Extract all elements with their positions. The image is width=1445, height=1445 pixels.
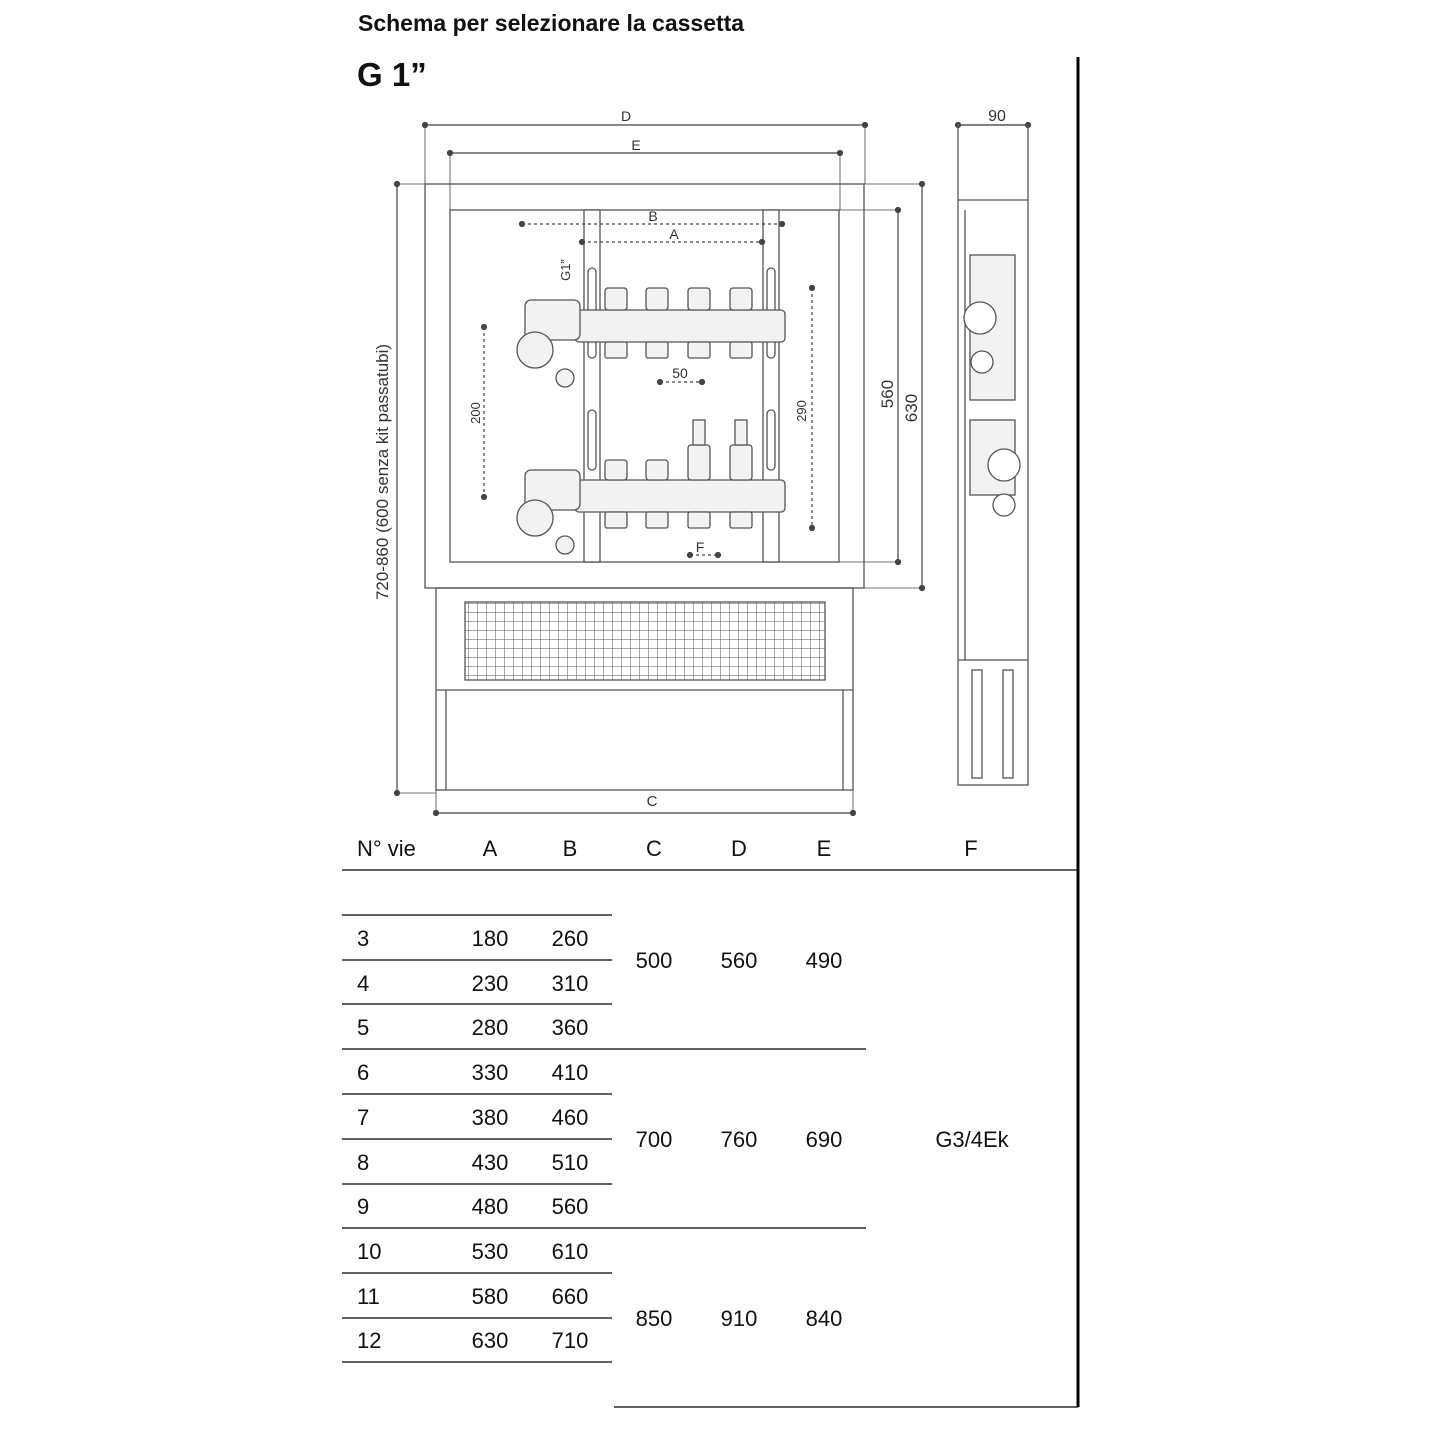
row-3-n: 3 <box>357 926 370 951</box>
group-2-c: 700 <box>635 1127 673 1152</box>
dim-label-200: 200 <box>468 402 483 424</box>
dim-label-560: 560 <box>878 380 897 408</box>
col-header-n: N° vie <box>357 836 416 861</box>
row-6-b: 410 <box>551 1060 589 1085</box>
lower-manifold <box>516 419 786 555</box>
row-12-b: 710 <box>551 1328 589 1353</box>
upper-manifold <box>516 287 786 388</box>
dim-label-c: C <box>647 793 658 810</box>
dim-label-spacing: 50 <box>672 365 688 381</box>
row-5-n: 5 <box>357 1015 370 1040</box>
row-11-b: 660 <box>551 1284 589 1309</box>
dim-label-thread: G1” <box>558 259 573 281</box>
row-10-b: 610 <box>551 1239 589 1264</box>
group-2-d: 760 <box>720 1127 758 1152</box>
side-view <box>957 124 1029 786</box>
col-header-f: F <box>964 836 978 861</box>
group-2-e: 690 <box>805 1127 843 1152</box>
model-title: G 1” <box>357 56 427 93</box>
row-8-n: 8 <box>357 1150 370 1175</box>
row-7-a: 380 <box>471 1105 509 1130</box>
row-5-b: 360 <box>551 1015 589 1040</box>
front-view <box>424 183 865 791</box>
dim-label-a: A <box>669 226 679 242</box>
row-10-a: 530 <box>471 1239 509 1264</box>
row-3-b: 260 <box>551 926 589 951</box>
dim-label-630: 630 <box>902 394 921 422</box>
row-4-n: 4 <box>357 971 370 996</box>
f-value: G3/4Ek <box>935 1127 1009 1152</box>
group-3-d: 910 <box>720 1306 758 1331</box>
row-11-a: 580 <box>471 1284 509 1309</box>
col-header-d: D <box>731 836 747 861</box>
col-header-b: B <box>562 836 578 861</box>
group-1-c: 500 <box>635 948 673 973</box>
row-3-a: 180 <box>471 926 509 951</box>
row-9-n: 9 <box>357 1194 370 1219</box>
row-12-a: 630 <box>471 1328 509 1353</box>
dim-label-height: 720-860 (600 senza kit passatubi) <box>373 344 392 600</box>
dim-label-e: E <box>631 137 640 153</box>
row-8-a: 430 <box>471 1150 509 1175</box>
row-10-n: 10 <box>357 1239 382 1264</box>
col-header-c: C <box>646 836 662 861</box>
dim-label-290: 290 <box>794 400 809 422</box>
row-6-a: 330 <box>471 1060 509 1085</box>
table-rules <box>342 869 1078 1408</box>
row-4-b: 310 <box>551 971 589 996</box>
row-7-n: 7 <box>357 1105 370 1130</box>
row-8-b: 510 <box>551 1150 589 1175</box>
row-6-n: 6 <box>357 1060 370 1085</box>
col-header-e: E <box>816 836 832 861</box>
row-12-n: 12 <box>357 1328 382 1353</box>
dim-label-f: F <box>696 539 705 555</box>
row-5-a: 280 <box>471 1015 509 1040</box>
row-9-b: 560 <box>551 1194 589 1219</box>
row-7-b: 460 <box>551 1105 589 1130</box>
dim-label-d: D <box>621 108 631 124</box>
group-3-e: 840 <box>805 1306 843 1331</box>
row-9-a: 480 <box>471 1194 509 1219</box>
col-header-a: A <box>482 836 498 861</box>
group-3-c: 850 <box>635 1306 673 1331</box>
group-1-d: 560 <box>720 948 758 973</box>
group-1-e: 490 <box>805 948 843 973</box>
row-11-n: 11 <box>357 1284 380 1309</box>
row-4-a: 230 <box>471 971 509 996</box>
dim-label-b: B <box>648 208 657 224</box>
dim-label-depth: 90 <box>988 108 1006 125</box>
dimension-lines <box>393 121 1032 817</box>
page-title: Schema per selezionare la cassetta <box>358 10 745 36</box>
